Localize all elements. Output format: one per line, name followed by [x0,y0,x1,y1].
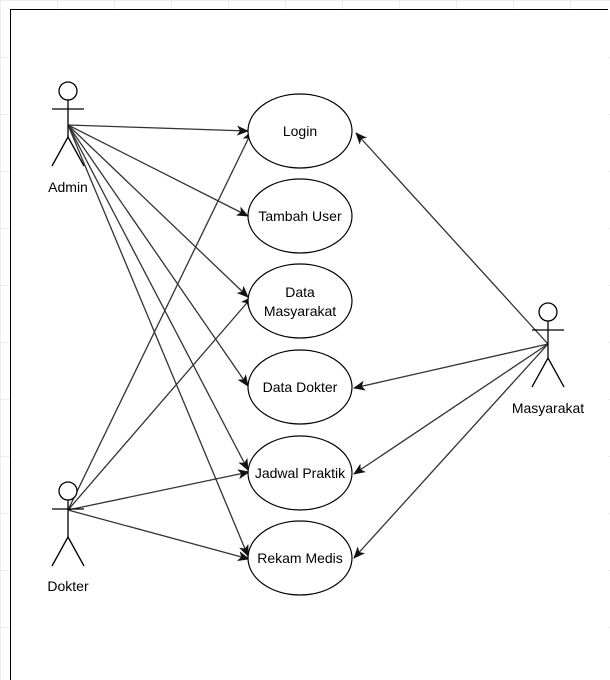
actor-dokter-label: Dokter [47,578,89,594]
edge-dokter-rekam-medis [67,509,250,561]
use-case-rekam-medis-label: Rekam Medis [257,550,343,566]
actor-admin-head-icon [58,81,78,101]
use-case-login-shape [247,93,353,169]
edge-masyarakat-data-dokter [353,343,549,391]
edge-masyarakat-jadwal-praktik [353,343,549,475]
actor-admin-label: Admin [48,179,88,195]
actor-masyarakat-leg-left [531,357,549,388]
use-case-rekam-medis[interactable]: Rekam Medis [247,520,353,596]
edge-admin-data-dokter [67,124,249,387]
use-case-data-dokter[interactable]: Data Dokter [247,349,353,425]
actor-masyarakat-leg-right [547,357,565,388]
edge-admin-jadwal-praktik [67,124,249,471]
use-case-data-masyarakat-label-line1: Data [285,284,315,300]
use-case-login[interactable]: Login [247,93,353,169]
use-case-data-masyarakat-shape [247,263,353,339]
edge-admin-data-masyarakat [67,124,249,298]
edge-dokter-jadwal-praktik [67,469,250,511]
actor-dokter-head-icon [58,481,78,501]
use-case-tambah-user-shape [247,178,353,254]
use-case-jadwal-praktik-label: Jadwal Praktik [255,465,346,481]
actor-admin[interactable] [51,81,85,167]
use-case-rekam-medis-shape [247,520,353,596]
use-case-tambah-user[interactable]: Tambah User [247,178,353,254]
use-case-data-dokter-shape [247,349,353,425]
edge-masyarakat-rekam-medis [353,343,549,559]
dokter-associations [67,130,253,561]
actor-admin-leg-right [67,136,85,167]
actor-dokter[interactable] [51,481,85,567]
actor-masyarakat-label: Masyarakat [512,400,584,416]
edge-dokter-data-masyarakat [67,296,253,511]
use-case-jadwal-praktik[interactable]: Jadwal Praktik [247,435,353,511]
actor-masyarakat[interactable] [531,302,565,388]
use-case-jadwal-praktik-shape [247,435,353,511]
actor-masyarakat-head-icon [538,302,558,322]
edge-dokter-login [67,130,253,511]
use-case-login-label: Login [283,123,317,139]
admin-associations [67,124,249,557]
actor-dokter-leg-left [51,536,69,567]
use-case-data-masyarakat-label-line2: Masyarakat [264,303,336,319]
edge-admin-tambah-user [67,124,249,217]
actor-admin-leg-left [51,136,69,167]
edge-admin-login [67,124,249,136]
edge-masyarakat-login [355,132,549,345]
use-case-data-dokter-label: Data Dokter [263,379,338,395]
use-case-data-masyarakat[interactable]: Data Masyarakat [247,263,353,339]
masyarakat-associations [353,132,549,559]
edge-admin-rekam-medis [67,124,249,557]
actor-dokter-leg-right [67,536,85,567]
use-case-tambah-user-label: Tambah User [258,208,342,224]
